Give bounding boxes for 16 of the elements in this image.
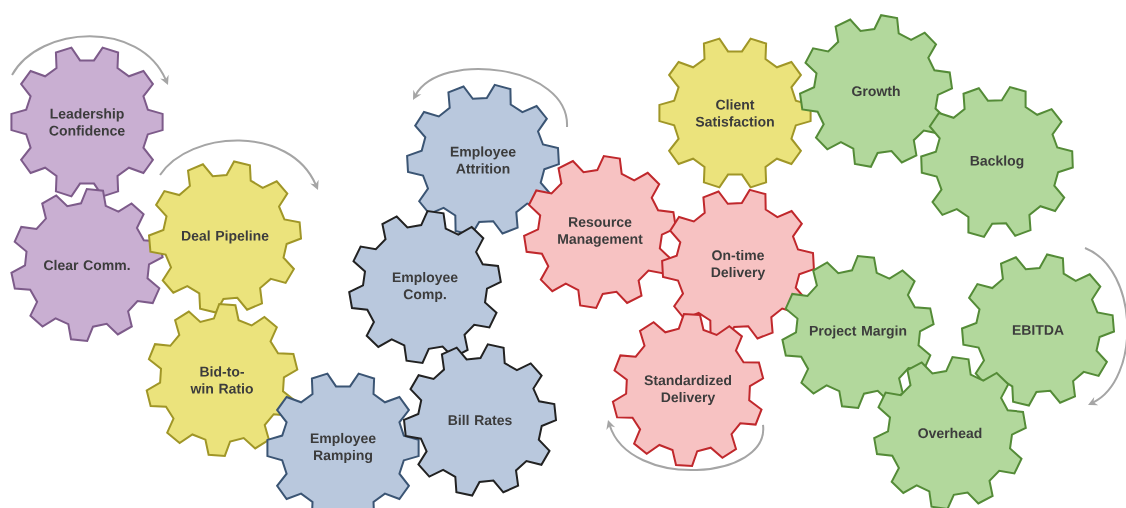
gear: Employee Ramping [266,372,420,508]
gear: Client Satisfaction [658,37,812,189]
gear: Deal Pipeline [147,160,303,314]
gear: Bid-to-win Ratio [145,303,299,457]
gear: Leadership Confidence [10,46,164,198]
gear: Project Margin [781,254,935,410]
node-label: Overhead [918,427,982,439]
gear: Employee Comp. [348,209,502,365]
gear: Backlog [920,85,1074,239]
gear: Bill Rates [402,343,558,497]
gear: Clear Comm. [10,187,164,343]
gear: EBITDA [960,253,1116,407]
gear: Growth [798,14,954,168]
gear: Overhead [873,355,1027,508]
gear: Resource Management [523,155,677,309]
gear: Standardized Delivery [611,313,765,467]
